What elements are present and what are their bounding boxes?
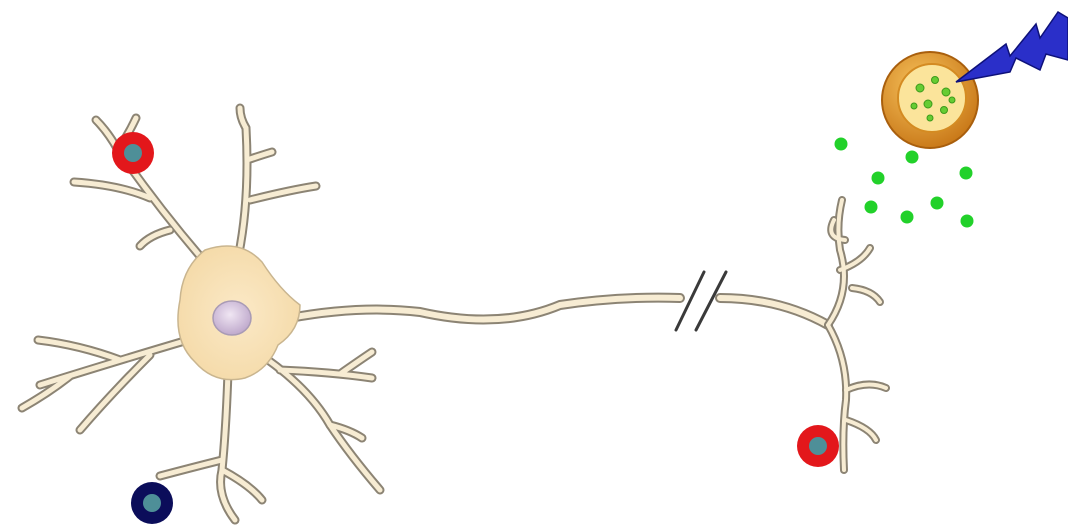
- synaptic-vesicle: [882, 52, 978, 148]
- axon: [290, 298, 828, 325]
- navy-marker: [131, 482, 173, 524]
- neuron: [22, 108, 886, 520]
- lightning-bolt-icon: [956, 12, 1068, 82]
- red-marker: [797, 425, 839, 467]
- nucleus: [213, 301, 251, 335]
- axon-terminal: [828, 200, 886, 470]
- red-marker: [112, 132, 154, 174]
- released-particles: [835, 138, 974, 228]
